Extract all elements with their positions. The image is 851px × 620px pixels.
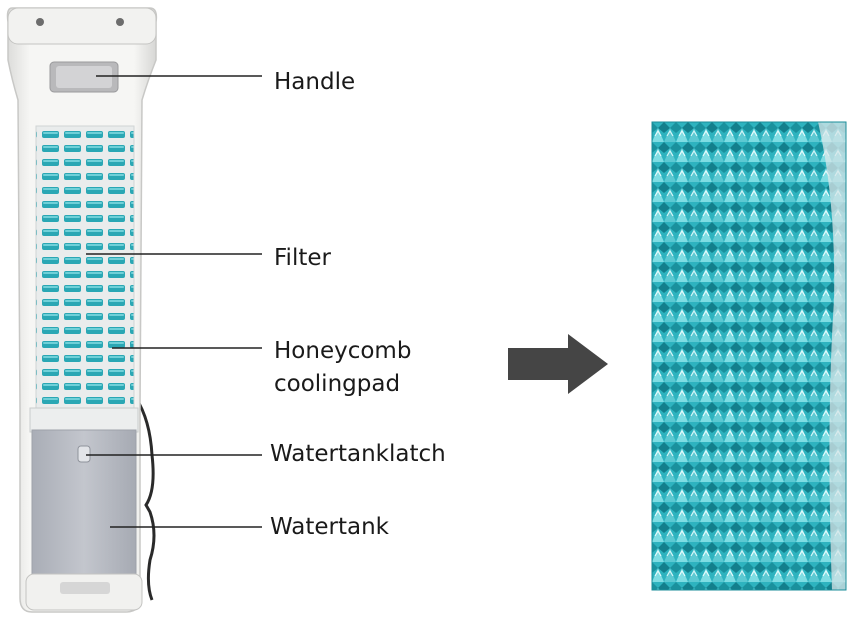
power-cord <box>134 397 156 601</box>
label-honeycomb-line1: Honeycomb <box>274 338 412 364</box>
closeup-right-edge-highlight <box>818 122 846 590</box>
air-cooler-unit <box>6 7 158 613</box>
label-tank: Watertank <box>270 514 389 540</box>
top-screw-right <box>116 18 124 26</box>
label-honeycomb-line2: coolingpad <box>274 371 401 397</box>
handle-recess-inner <box>56 66 112 88</box>
honeycomb-closeup-image <box>652 122 846 590</box>
label-handle: Handle <box>274 69 356 95</box>
honeycomb-closeup <box>651 121 847 591</box>
label-latch: Watertanklatch <box>270 441 446 467</box>
right-arrow-icon <box>508 334 608 394</box>
label-filter: Filter <box>274 245 331 271</box>
top-cap <box>7 7 157 45</box>
top-screw-left <box>36 18 44 26</box>
vent-grille <box>35 125 135 409</box>
base-slot <box>60 582 110 594</box>
tank-latch-knob <box>77 445 91 463</box>
leader-lines <box>86 75 262 528</box>
tank-top-band <box>29 407 139 433</box>
